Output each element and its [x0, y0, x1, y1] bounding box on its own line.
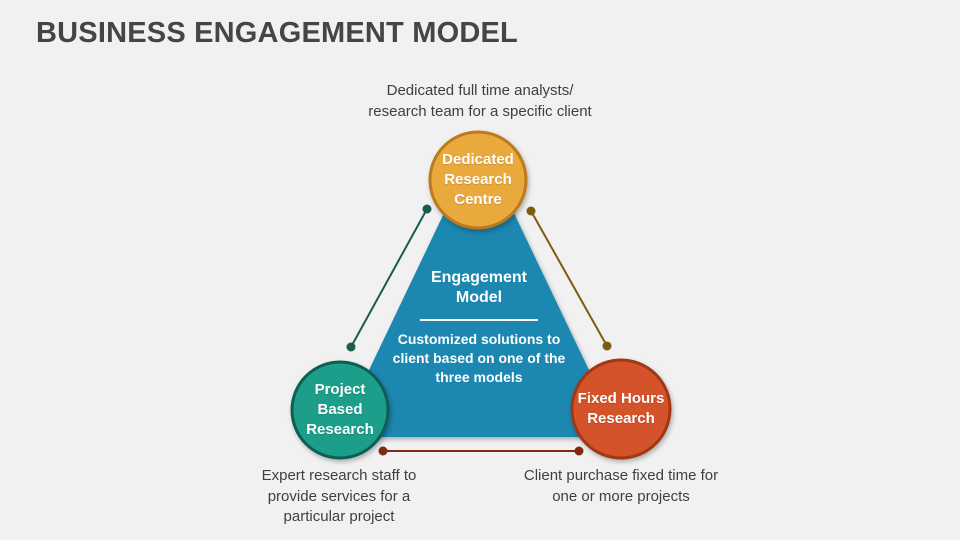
annotation-bottom-right-line-1: Client purchase fixed time for [523, 467, 719, 484]
annotation-bottom-left-line-2: provide services for a [267, 487, 411, 505]
connector-right-dot-bottom [602, 341, 612, 351]
connector-bottom-dot-right [574, 446, 584, 456]
connector-left-dot-bottom [346, 342, 356, 352]
annotation-top-line-2: research team for a specific client [368, 102, 592, 120]
connector-left-line [350, 208, 428, 348]
engagement-triangle [337, 140, 621, 437]
annotation-bottom-right: Client purchase fixed time for one or mo… [496, 466, 746, 507]
annotation-bottom-left-line-3: particular project [283, 508, 395, 525]
slide-title: BUSINESS ENGAGEMENT MODEL [36, 17, 518, 49]
node-label-project-based-research: Project Based Research [306, 381, 374, 438]
node-project-based-research [290, 360, 390, 460]
connector-left [346, 204, 432, 352]
node-label-fixed-hours-research: Fixed Hours Research [577, 390, 665, 427]
annotation-top: Dedicated full time analysts/ research t… [330, 81, 630, 122]
connector-left-dot-top [422, 204, 432, 214]
connector-right-dot-top [526, 206, 536, 216]
triangle-description: Customized solutions to client based on … [392, 331, 566, 385]
node-label-dedicated-research-centre: Dedicated Research Centre [442, 151, 514, 208]
triangle-content: Engagement Model Customized solutions to… [379, 268, 579, 387]
connector-right-line [530, 210, 608, 347]
annotation-bottom-right-line-2: one or more projects [552, 487, 690, 505]
triangle-heading: Engagement Model [430, 269, 527, 306]
triangle-divider [420, 319, 538, 321]
connector-bottom [378, 446, 584, 456]
connector-bottom-dot-left [378, 446, 388, 456]
node-dedicated-research-centre [428, 130, 528, 230]
annotation-bottom-left-line-1: Expert research staff to [261, 467, 417, 484]
annotation-bottom-left: Expert research staff to provide service… [219, 466, 459, 528]
node-fixed-hours-research [570, 358, 672, 460]
connector-right [526, 206, 612, 351]
annotation-top-line-1: Dedicated full time analysts/ [386, 82, 574, 99]
